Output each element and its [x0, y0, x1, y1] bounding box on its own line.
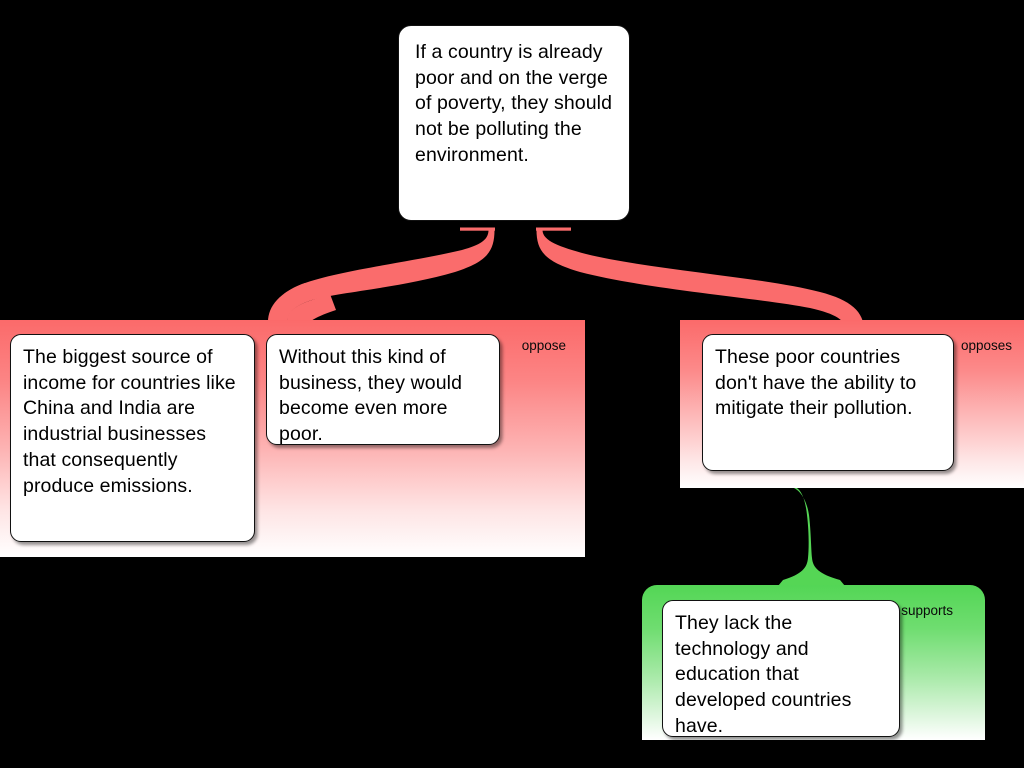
reason-card[interactable]: They lack the technology and education t… [662, 600, 900, 737]
reason-card-text: The biggest source of income for countri… [23, 346, 236, 497]
reason-card[interactable]: Without this kind of business, they woul… [266, 334, 500, 445]
relation-label-opposes-right: opposes [960, 338, 1012, 353]
reason-card[interactable]: These poor countries don't have the abil… [702, 334, 954, 471]
oppose-group-right[interactable]: opposes These poor countries don't have … [680, 320, 1024, 488]
connector-oppose-left [270, 230, 495, 325]
relation-label-supports: supports [901, 603, 953, 618]
root-claim-text: If a country is already poor and on the … [415, 41, 613, 166]
reason-card-text: These poor countries don't have the abil… [715, 346, 917, 420]
oppose-group-left[interactable]: oppose The biggest source of income for … [0, 320, 585, 557]
root-claim-card[interactable]: If a country is already poor and on the … [398, 25, 630, 221]
reason-card-text: They lack the technology and education t… [675, 612, 852, 737]
support-group[interactable]: supports They lack the technology and ed… [642, 585, 985, 740]
relation-label-oppose-left: oppose [521, 338, 566, 353]
reason-card-text: Without this kind of business, they woul… [279, 346, 463, 446]
root-stub-right [536, 227, 571, 231]
root-stub-left [460, 227, 495, 231]
reason-card[interactable]: The biggest source of income for countri… [10, 334, 255, 542]
connector-supports-stem [778, 487, 845, 586]
